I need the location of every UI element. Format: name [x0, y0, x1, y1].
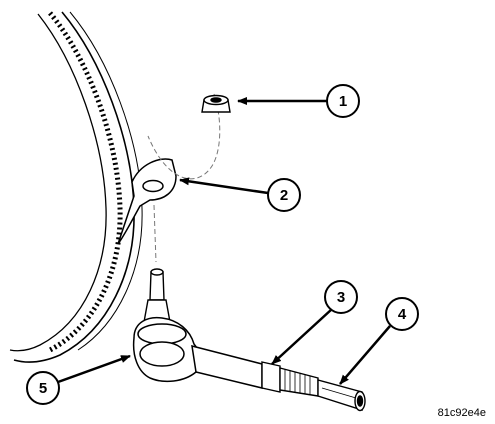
steering-knuckle-arm	[117, 158, 177, 245]
rotor-inner-edge	[9, 13, 107, 352]
leader-5	[57, 354, 131, 384]
thread-lines	[284, 369, 311, 395]
socket-top-ring	[137, 323, 187, 345]
rotor-outer-edge	[13, 11, 135, 363]
knuckle-arm-body	[117, 158, 177, 245]
rotor-vent-ring	[48, 11, 123, 353]
rotor-back-edge	[69, 11, 143, 351]
jam-nut	[261, 361, 281, 393]
leader-3	[271, 308, 333, 365]
threaded-section	[279, 367, 319, 397]
alignment-line-lower	[153, 204, 157, 263]
tie-rod-stud	[143, 268, 171, 323]
knuckle-bore	[142, 179, 164, 193]
leader-2	[179, 177, 269, 195]
callout-number-4: 4	[398, 306, 407, 323]
stud-tip	[150, 268, 164, 276]
tie-rod-end	[132, 316, 263, 389]
hex-nut	[201, 94, 231, 113]
callout-2: 2	[267, 178, 301, 212]
tube-end-hole	[356, 395, 364, 407]
leader-lines	[57, 97, 391, 385]
callout-number-5: 5	[39, 380, 47, 397]
jam-nut-and-threads	[261, 361, 319, 397]
callout-circle-5	[26, 371, 60, 405]
callout-circle-4	[385, 297, 419, 331]
callout-circle-2	[267, 178, 301, 212]
leader-4	[339, 325, 391, 385]
brake-rotor	[9, 11, 143, 363]
callout-circle-1	[326, 84, 360, 118]
callout-circle-3	[324, 280, 358, 314]
socket-boot	[139, 341, 185, 367]
stud-shaft	[149, 271, 165, 301]
tie-rod-tube	[317, 379, 366, 412]
figure-code: 81c92e4e	[438, 407, 486, 419]
callout-number-2: 2	[280, 187, 288, 204]
tube-highlight	[321, 387, 357, 399]
callout-4: 4	[385, 297, 419, 331]
callout-5: 5	[26, 371, 60, 405]
callout-number-3: 3	[337, 289, 345, 306]
callout-3: 3	[324, 280, 358, 314]
alignment-line	[147, 93, 221, 180]
callout-number-1: 1	[339, 93, 347, 110]
nut-hole	[210, 97, 222, 103]
callout-1: 1	[326, 84, 360, 118]
socket-neck	[191, 344, 263, 389]
